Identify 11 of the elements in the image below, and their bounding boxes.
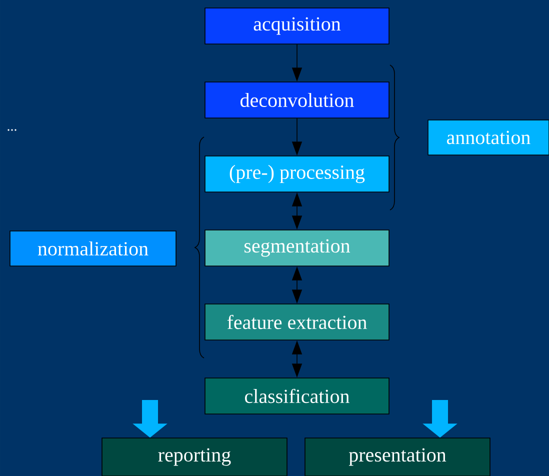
ellipsis-label: ...	[8, 129, 16, 131]
process-box: classification	[204, 378, 390, 414]
process-box: feature extraction	[204, 304, 390, 340]
process-box: (pre-) processing	[204, 156, 390, 192]
process-box: acquisition	[204, 8, 390, 44]
process-box: deconvolution	[204, 82, 390, 118]
process-box: normalization	[10, 230, 176, 266]
process-box: segmentation	[204, 230, 390, 266]
process-box: reporting	[102, 438, 288, 476]
process-box: presentation	[304, 438, 490, 476]
process-box: annotation	[428, 120, 549, 156]
